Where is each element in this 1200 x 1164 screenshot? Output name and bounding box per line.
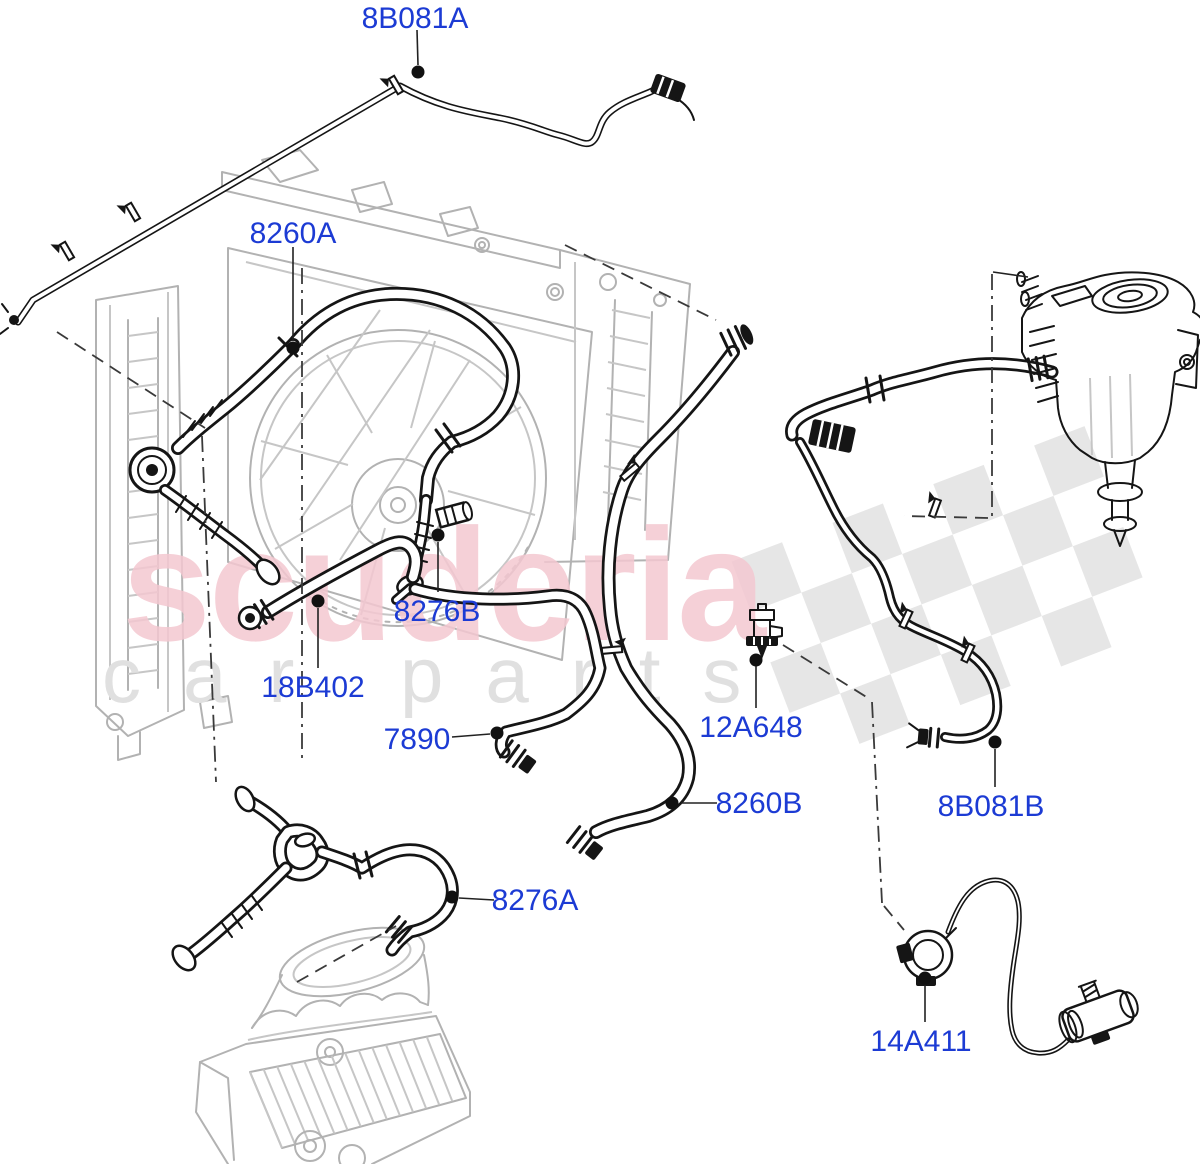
part-label-18B402[interactable]: 18B402 [261,671,365,704]
part-label-8276A[interactable]: 8276A [491,884,579,917]
intercooler [195,926,471,1164]
hose-8260B [565,324,754,860]
part-label-8B081A[interactable]: 8B081A [361,2,469,35]
part-label-12A648[interactable]: 12A648 [699,711,803,744]
part-label-7890[interactable]: 7890 [383,723,451,756]
reference-lines [56,244,1029,983]
hose-8B081B-assembly [785,354,1059,749]
part-label-8276B[interactable]: 8276B [393,595,481,628]
hose-8276A [171,785,459,972]
part-label-8260A[interactable]: 8260A [249,217,337,250]
part-label-8260B[interactable]: 8260B [715,787,803,820]
callout-leaders [292,29,996,1022]
part-label-14A411[interactable]: 14A411 [870,1025,972,1058]
bleed-valve-12A648 [746,603,783,659]
expansion-tank [1016,271,1200,547]
part-label-8B081B[interactable]: 8B081B [937,790,1045,823]
hose-18B402 [237,535,423,631]
radiator-fan-assembly [95,149,691,761]
watermark-tagline-text: car parts [102,631,783,719]
hose-7890 [408,582,607,774]
hose-8B081A-pipe [0,73,695,335]
hose-8260A [128,286,521,586]
callout-dots [286,65,1002,985]
checkered-flag-watermark [731,426,1143,744]
